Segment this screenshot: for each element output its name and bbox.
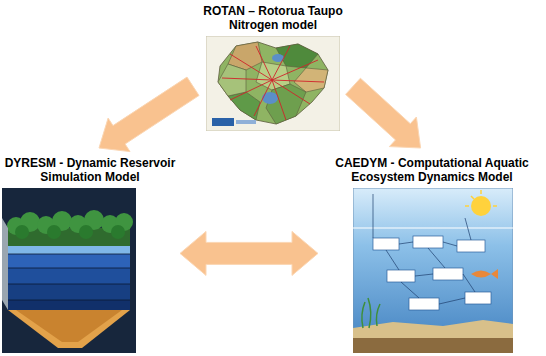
model-title: CAEDYM - Computational Aquatic Ecosystem… [325,156,540,185]
reservoir-illustration [2,188,136,353]
block-arrow [180,231,318,275]
model-panel: CAEDYM - Computational Aquatic Ecosystem… [318,148,546,355]
model-panel: ROTAN – Rotorua Taupo Nitrogen model [193,0,353,133]
catchment-map [206,36,340,131]
model-title: DYRESM - Dynamic Reservoir Simulation Mo… [2,156,178,185]
ecosystem-illustration [353,188,513,353]
model-title: ROTAN – Rotorua Taupo Nitrogen model [193,4,353,33]
block-arrow [346,78,421,148]
model-panel: DYRESM - Dynamic Reservoir Simulation Mo… [0,148,180,355]
block-arrow [99,77,199,152]
